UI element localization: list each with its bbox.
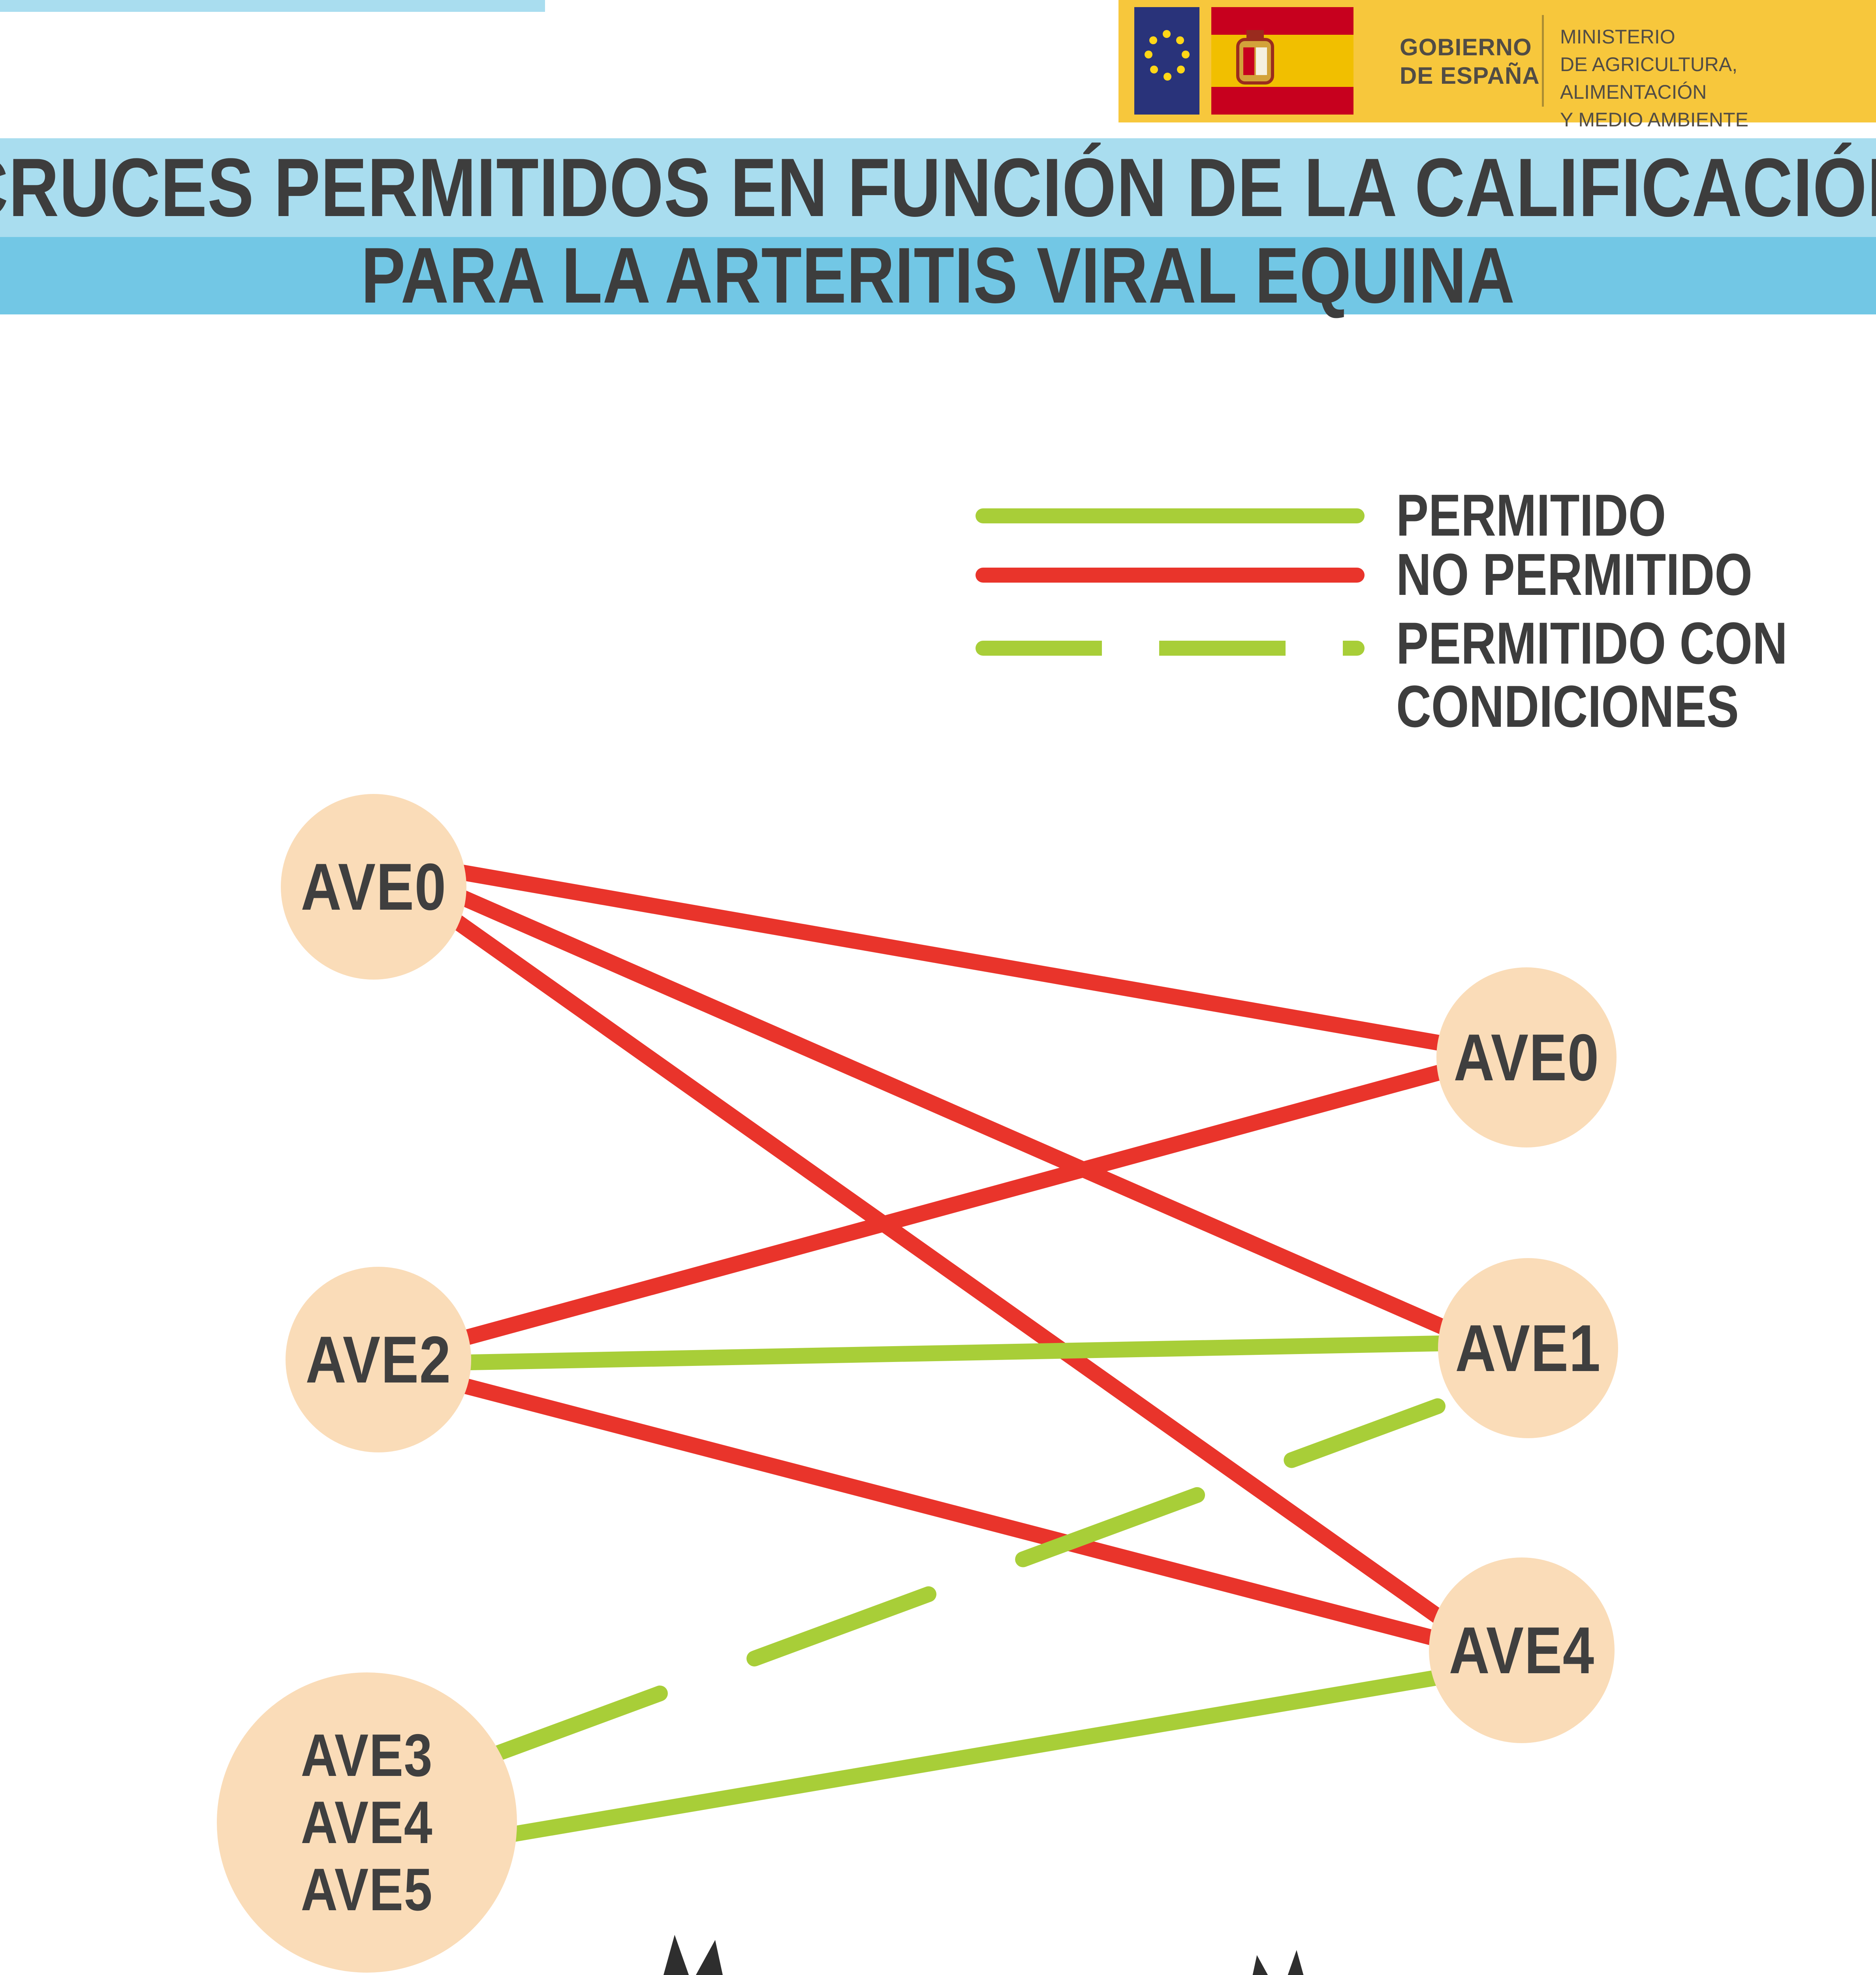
node-left-ave0-label: AVE0 <box>301 849 447 924</box>
legend-label-permitido-con-condiciones: PERMITIDO CON CONDICIONES <box>1396 610 1788 739</box>
legend-label-permitido: PERMITIDO <box>1396 482 1666 548</box>
spain-eu-flag-icon <box>1134 7 1353 115</box>
node-left-ave3-ave4-ave5-label: AVE3 AVE4 AVE5 <box>301 1722 433 1924</box>
title-band-2: PARA LA ARTERITIS VIRAL EQUINA <box>0 231 1876 320</box>
node-right-ave0: AVE0 <box>1436 967 1617 1147</box>
poster-title-line2: PARA LA ARTERITIS VIRAL EQUINA <box>361 231 1515 320</box>
spain-flag-icon <box>1211 7 1353 115</box>
node-left-ave3-ave4-ave5: AVE3 AVE4 AVE5 <box>217 1672 517 1973</box>
legend-line-no-permitido <box>976 568 1365 583</box>
connection-L-AVE0-R-AVE1-no-permitido <box>434 881 1469 1343</box>
node-right-ave4-label: AVE4 <box>1449 1613 1595 1687</box>
ministry-name-line1: MINISTERIO <box>1560 26 1675 48</box>
connection-L-AVE2-R-AVE0-no-permitido <box>438 1059 1469 1351</box>
legend-line-permitido-con-condiciones <box>976 641 1365 656</box>
node-right-ave1-label: AVE1 <box>1455 1311 1601 1385</box>
connection-L-AVE0-R-AVE0-no-permitido <box>434 861 1469 1055</box>
node-left-ave4-label: AVE4 <box>301 1789 433 1856</box>
node-left-ave2-label: AVE2 <box>305 1322 451 1397</box>
connection-L-AVE2-R-AVE1-permitido <box>440 1335 1469 1371</box>
logo-divider <box>1542 15 1544 107</box>
legend-label-no-permitido: NO PERMITIDO <box>1396 541 1753 608</box>
government-logo: GOBIERNO DE ESPAÑA MINISTERIO DE AGRICUL… <box>1118 0 1876 131</box>
node-left-ave3-label: AVE3 <box>301 1721 433 1789</box>
connection-L-AVE0-R-AVE4-no-permitido <box>430 901 1461 1635</box>
node-right-ave0-label: AVE0 <box>1453 1020 1600 1095</box>
connection-L-AVE345-R-AVE4-permitido <box>490 1667 1461 1845</box>
node-left-ave0: AVE0 <box>281 794 466 980</box>
ministry-name: MINISTERIO DE AGRICULTURA, ALIMENTACIÓN … <box>1560 23 1876 134</box>
connection-L-AVE345-R-AVE1-permitido-con-condiciones <box>478 1398 1446 1766</box>
poster-title-line1: CRUCES PERMITIDOS EN FUNCIÓN DE LA CALIF… <box>0 141 1876 234</box>
legend-line-permitido <box>976 508 1365 523</box>
connection-L-AVE2-R-AVE4-no-permitido <box>436 1373 1461 1651</box>
government-name: GOBIERNO DE ESPAÑA <box>1400 33 1540 90</box>
legend: PERMITIDO NO PERMITIDO PERMITIDO CON CON… <box>964 466 1876 766</box>
node-left-ave5-label: AVE5 <box>301 1856 433 1924</box>
title-band-1: CRUCES PERMITIDOS EN FUNCIÓN DE LA CALIF… <box>0 138 1876 237</box>
government-name-line2: DE ESPAÑA <box>1400 62 1540 89</box>
ministry-name-line3: Y MEDIO AMBIENTE <box>1560 109 1748 131</box>
node-right-ave1: AVE1 <box>1438 1258 1618 1438</box>
top-blue-strip <box>0 0 545 12</box>
government-name-line1: GOBIERNO <box>1400 34 1532 60</box>
mare-silhouette <box>1218 1950 1810 1975</box>
node-right-ave4: AVE4 <box>1429 1557 1615 1743</box>
node-left-ave2: AVE2 <box>286 1267 471 1452</box>
ministry-name-line2: DE AGRICULTURA, ALIMENTACIÓN <box>1560 53 1738 103</box>
